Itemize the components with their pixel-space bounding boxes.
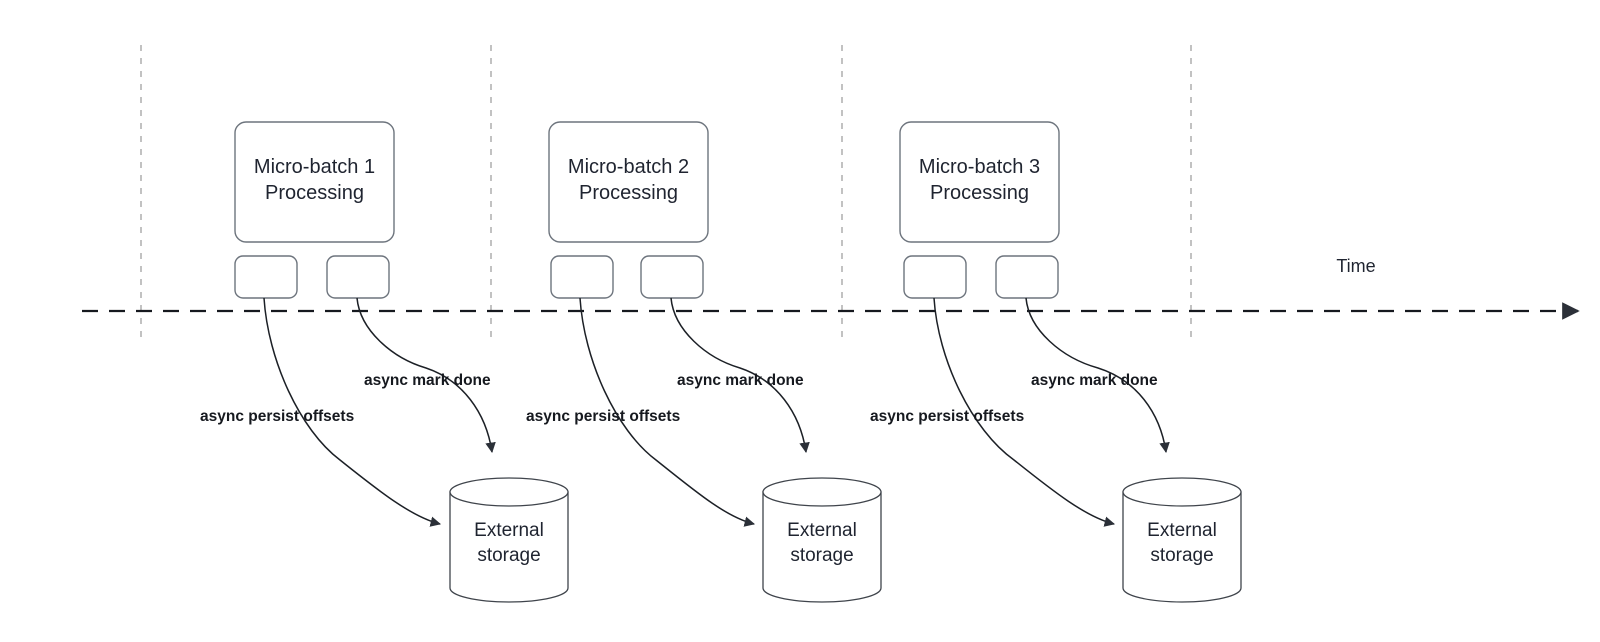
async-mark-done-edge-label: async mark done <box>677 372 804 389</box>
micro-batch-label-line2: Processing <box>930 182 1029 204</box>
batch-group-3: Micro-batch 3 Processing async persist off… <box>870 121 1242 603</box>
micro-batch-label-line1: Micro-batch 2 <box>568 156 689 178</box>
time-axis-label: Time <box>1336 256 1375 276</box>
async-mark-done-edge <box>356 297 496 454</box>
async-persist-offsets-edge <box>579 297 756 527</box>
task-box-left[interactable] <box>550 255 614 299</box>
async-persist-offsets-edge <box>263 297 442 527</box>
storage-cylinder-top <box>762 477 882 507</box>
storage-cylinder-top <box>449 477 569 507</box>
async-persist-offsets-edge-label: async persist offsets <box>526 408 680 425</box>
async-persist-offsets-edge <box>933 297 1116 527</box>
async-mark-done-edge <box>1025 297 1170 454</box>
storage-cylinder-body[interactable] <box>449 491 569 603</box>
micro-batch-process-box[interactable] <box>234 121 395 243</box>
micro-batch-label-line1: Micro-batch 3 <box>919 156 1040 178</box>
tick-lines-group <box>140 45 1192 340</box>
storage-cylinder-body[interactable] <box>762 491 882 603</box>
async-mark-done-edge-label: async mark done <box>1031 372 1158 389</box>
async-persist-offsets-edge-label: async persist offsets <box>870 408 1024 425</box>
task-box-right[interactable] <box>640 255 704 299</box>
storage-cylinder-body[interactable] <box>1122 491 1242 603</box>
storage-cylinder-top <box>1122 477 1242 507</box>
storage-label-line2: storage <box>790 545 853 566</box>
task-box-right[interactable] <box>326 255 390 299</box>
batch-group-2: Micro-batch 2 Processing async persist off… <box>526 121 882 603</box>
batch-groups-layer: Micro-batch 1 Processing async persist off… <box>200 121 1242 603</box>
storage-label-line2: storage <box>477 545 540 566</box>
micro-batch-label-line1: Micro-batch 1 <box>254 156 375 178</box>
task-box-right[interactable] <box>995 255 1059 299</box>
storage-label-line1: External <box>787 520 857 541</box>
storage-label-line1: External <box>474 520 544 541</box>
async-mark-done-edge <box>670 297 810 454</box>
async-mark-done-edge-label: async mark done <box>364 372 491 389</box>
micro-batch-label-line2: Processing <box>579 182 678 204</box>
task-box-left[interactable] <box>903 255 967 299</box>
storage-label-line1: External <box>1147 520 1217 541</box>
micro-batch-process-box[interactable] <box>548 121 709 243</box>
task-box-left[interactable] <box>234 255 298 299</box>
storage-label-line2: storage <box>1150 545 1213 566</box>
micro-batch-label-line2: Processing <box>265 182 364 204</box>
batch-group-1: Micro-batch 1 Processing async persist off… <box>200 121 569 603</box>
micro-batch-process-box[interactable] <box>899 121 1060 243</box>
async-persist-offsets-edge-label: async persist offsets <box>200 408 354 425</box>
